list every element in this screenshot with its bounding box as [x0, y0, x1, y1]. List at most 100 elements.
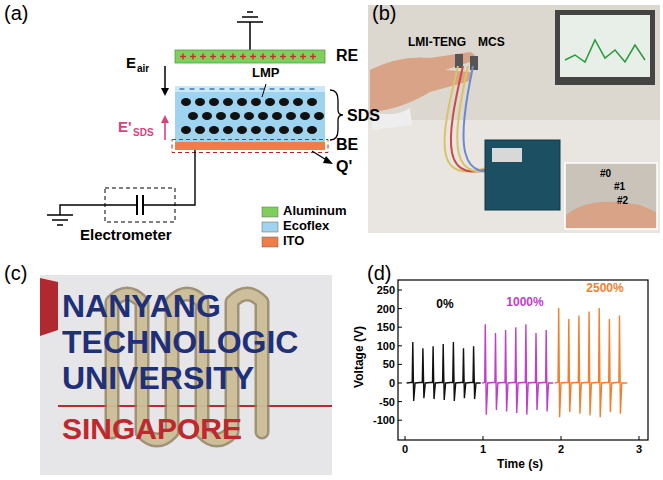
legend-text: Aluminum: [283, 204, 347, 219]
liquid-metal-particle: [265, 98, 275, 106]
negative-charge: [190, 88, 195, 89]
negative-charge: [310, 88, 315, 89]
liquid-metal-particle: [237, 126, 247, 134]
printed-text: TECHNOLOGIC: [62, 324, 298, 361]
legend-swatch: [262, 222, 278, 232]
negative-charge: [220, 88, 225, 89]
axis-tick: [398, 308, 402, 309]
field-subscript: air: [137, 63, 149, 75]
finger: [566, 202, 656, 228]
plot-frame: [398, 280, 648, 440]
liquid-metal-particle: [307, 126, 317, 134]
positive-charge: [252, 54, 253, 60]
ground-symbol: [237, 21, 263, 23]
tick-label: 0: [402, 443, 408, 456]
panel-label: (c): [4, 262, 27, 285]
positive-charge: [312, 54, 313, 60]
negative-charge: [280, 88, 285, 89]
aluminum-electrode: [175, 50, 325, 63]
negative-charge: [240, 88, 245, 89]
field-label: E: [126, 54, 136, 71]
tick-label: 250: [377, 284, 395, 297]
ecoflex-surface: [175, 86, 325, 92]
university-crest: [40, 278, 58, 336]
positive-charge: [242, 54, 243, 60]
liquid-metal-particle: [223, 98, 233, 106]
axis-tick: [398, 401, 402, 402]
liquid-metal-particle: [293, 98, 303, 106]
negative-charge: [270, 88, 275, 89]
photo-label: #1: [614, 181, 625, 193]
ground-wire: [249, 22, 251, 50]
axis-tick: [398, 290, 402, 291]
ground-symbol: [242, 16, 258, 18]
tick-label: -50: [379, 395, 395, 408]
charge-label: Q': [336, 158, 352, 176]
tick-label: 150: [377, 321, 395, 334]
tick-label: 200: [377, 302, 395, 315]
ground-symbol: [247, 11, 253, 13]
panel-label: (a): [4, 2, 28, 25]
tick-label: 0: [389, 377, 395, 390]
ground-symbol: [47, 214, 73, 216]
axis-tick: [561, 436, 562, 440]
sensor: [455, 54, 463, 68]
printed-text: NANYANG: [62, 288, 221, 325]
legend-text: Ecoflex: [283, 219, 329, 234]
capacitor-plate: [142, 195, 144, 215]
negative-charge: [200, 88, 205, 89]
axis-tick: [483, 436, 484, 440]
panel-label: (d): [367, 262, 391, 285]
liquid-metal-particle: [307, 98, 317, 106]
electrometer-box: [105, 188, 175, 222]
photo-background: [368, 5, 660, 233]
liquid-metal-particle: [202, 112, 212, 120]
liquid-metal-particle: [300, 112, 310, 120]
series-label: 0%: [436, 298, 453, 312]
axis-title: Voltage (V): [353, 326, 367, 388]
arrow-head: [161, 88, 169, 96]
positive-charge: [182, 54, 183, 60]
liquid-metal-particle: [195, 126, 205, 134]
liquid-metal-particle: [244, 112, 254, 120]
photo-background: [40, 275, 332, 475]
positive-charge: [222, 54, 223, 60]
voltage-trace: [482, 324, 553, 414]
liquid-metal-particle: [279, 126, 289, 134]
axis-tick: [639, 436, 640, 440]
positive-charge: [202, 54, 203, 60]
panel-label: (b): [372, 2, 396, 25]
liquid-metal-particle: [181, 126, 191, 134]
series-label: 2500%: [586, 282, 623, 296]
legend-text: ITO: [283, 234, 304, 249]
liquid-metal-particle: [258, 112, 268, 120]
liquid-metal-particle: [209, 126, 219, 134]
liquid-metal-particle: [209, 98, 219, 106]
liquid-metal-particle: [181, 98, 191, 106]
tick-label: 3: [636, 443, 642, 456]
liquid-metal-particle: [216, 112, 226, 120]
printed-text: UNIVERSITY: [62, 360, 254, 397]
liquid-metal-particle: [230, 112, 240, 120]
positive-charge: [272, 54, 273, 60]
part-label: RE: [336, 47, 358, 65]
table-surface: [368, 120, 660, 233]
ecoflex-layer: [175, 86, 325, 142]
axis-tick: [398, 327, 402, 328]
bracket: [330, 90, 343, 140]
monitor-screen: [560, 15, 650, 77]
positive-charge: [302, 54, 303, 60]
field-arrow: [164, 66, 166, 90]
wire: [60, 205, 137, 215]
legend-swatch: [262, 237, 278, 247]
voltage-trace: [555, 308, 628, 417]
ito-electrode: [175, 142, 325, 150]
positive-charge: [192, 54, 193, 60]
positive-charge: [262, 54, 263, 60]
monitor-inset: [555, 10, 655, 85]
tick-label: 2: [558, 443, 564, 456]
ground-symbol: [57, 224, 63, 226]
axis-title: Time (s): [497, 458, 543, 472]
tick-label: 1: [480, 443, 486, 456]
